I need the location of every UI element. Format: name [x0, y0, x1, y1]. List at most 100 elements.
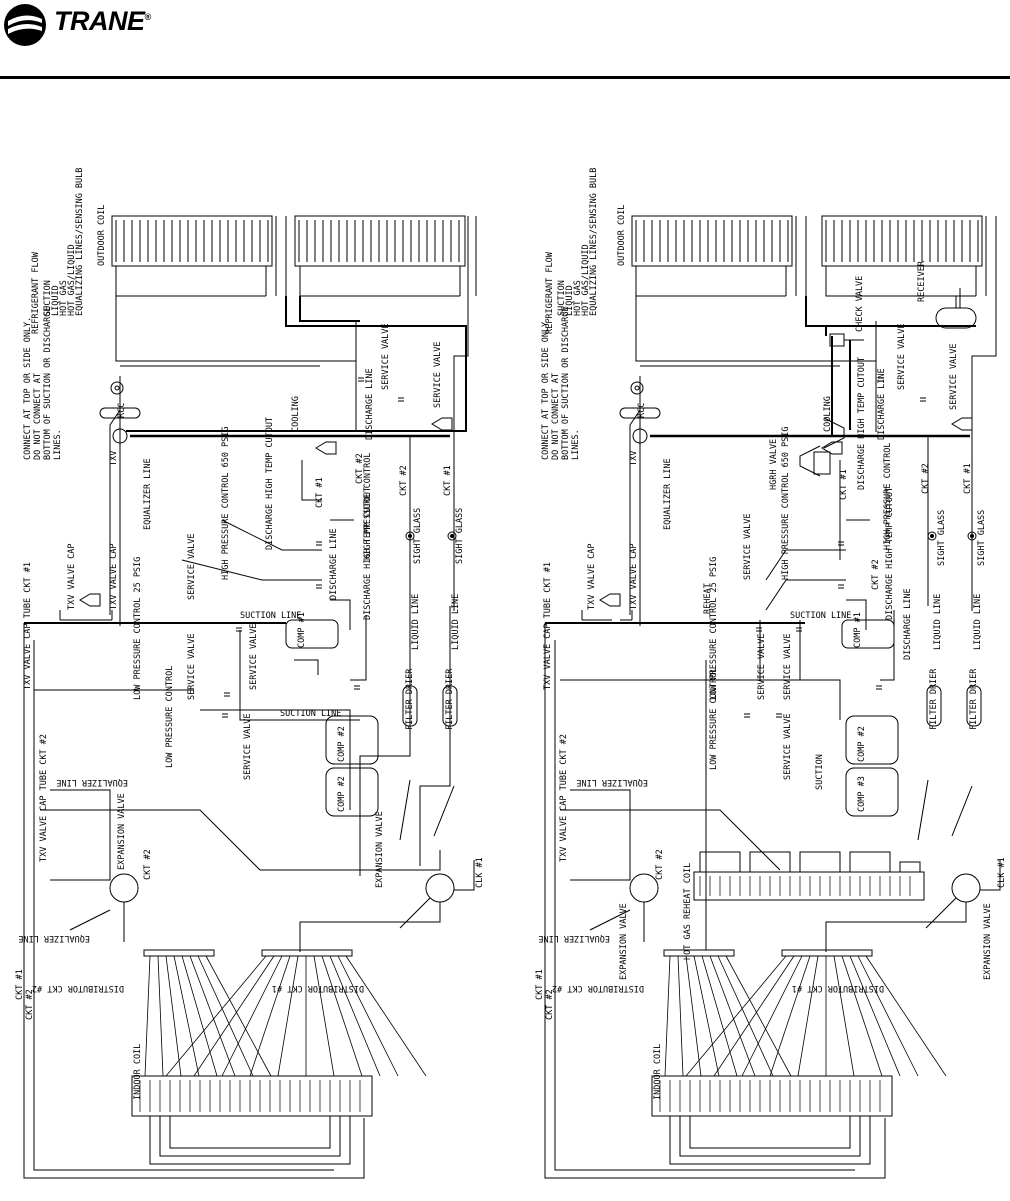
l-sight-glass-2: SIGHT GLASS — [455, 508, 465, 564]
r-equalizer-line-mid: EQUALIZER LINE — [576, 777, 648, 787]
l-comp2a: COMP #2 — [337, 726, 347, 762]
l-ckt2-top: CKT #2 — [355, 453, 365, 484]
r-high-pressure-1: HIGH PRESSURE CONTROL 650 PSIG — [781, 426, 791, 580]
r-comp3: COMP #3 — [857, 776, 867, 812]
legend-hot-gas: HOT GAS — [59, 280, 69, 316]
l-discharge-temp-2: DISCHARGE HIGH TEMP CUTOUT — [363, 487, 373, 620]
brand-name: TRANE — [54, 6, 145, 36]
r-ckt1-bottom: CKT #1 — [535, 969, 545, 1000]
r-rcc: RCC — [637, 403, 647, 418]
r-reheat: REHEAT — [703, 583, 713, 614]
l-service-valve-sl1: SERVICE VALVE — [187, 633, 197, 700]
legend-refrigerant-flow: REFRIGERANT FLOW — [31, 251, 41, 334]
r-sight-glass-1: SIGHT GLASS — [937, 510, 947, 566]
legend-r-liquid: LIQUID — [565, 285, 575, 316]
r-liquid-line-1: LIQUID LINE — [933, 594, 943, 650]
r-ckt1-b: CKT #1 — [963, 463, 973, 494]
r-txv-cap-1: TXV VALVE CAP — [587, 543, 597, 610]
note-text-r4: LINES. — [571, 429, 581, 460]
l-ckt1-bottom: CKT #1 — [15, 969, 25, 1000]
l-txv-cap-tube-ckt2: TXV VALVE CAP TUBE CKT #2 — [39, 734, 49, 862]
r-comp2: COMP #2 — [857, 726, 867, 762]
legend-liquid: LIQUID — [51, 285, 61, 316]
r-discharge-line-2: DISCHARGE LINE — [903, 588, 913, 660]
l-ckt1-top: CKT #1 — [315, 477, 325, 508]
r-distributor-ckt1: DISTRIBUTOR CKT #1 — [792, 983, 884, 993]
l-service-valve-2: SERVICE VALVE — [433, 341, 443, 408]
r-liquid-line-2: LIQUID LINE — [973, 594, 983, 650]
r-low-pressure-1: LOW PRESSURE CONTROL 25 PSIG — [709, 557, 719, 700]
l-expansion-valve-ckt2: EXPANSION VALVE — [117, 793, 127, 870]
r-high-pressure-2: HIGH PRESSURE CONTROL — [883, 443, 893, 550]
legend-r-equalizing-lines: EQUALIZING LINES/SENSING BULB — [589, 168, 599, 316]
r-service-valve-top: SERVICE VALVE — [897, 323, 907, 390]
l-cooling: COOLING — [291, 396, 301, 432]
l-ckt2-exp: CKT #2 — [143, 849, 153, 880]
brand-wordmark: TRANE® — [54, 6, 151, 37]
legend-r-refrigerant-flow: REFRIGERANT FLOW — [545, 251, 555, 334]
l-discharge-temp-1: DISCHARGE HIGH TEMP CUTOUT — [265, 417, 275, 550]
l-comp2b: COMP #2 — [337, 776, 347, 812]
note-block: CONNECT AT TOP OR SIDE ONLY. DO NOT CONN… — [23, 306, 581, 460]
l-txv-cap-1: TXV VALVE CAP — [67, 543, 77, 610]
legend-r-hot-gas: HOT GAS — [573, 280, 583, 316]
r-check-valve: CHECK VALVE — [855, 276, 865, 332]
r-suction: SUCTION — [815, 754, 825, 790]
r-discharge-temp-2: DISCHARGE HIGH TEMP CUTOUT — [885, 487, 895, 620]
legend-r-suction: SUCTION — [557, 280, 567, 316]
r-hgrh-valve: HGRH VALVE — [769, 439, 779, 490]
r-filter-drier-1: FILTER DRIER — [929, 668, 939, 730]
legend-equalizing-lines: EQUALIZING LINES/SENSING BULB — [75, 168, 85, 316]
r-expansion-valve-ckt2: EXPANSION VALVE — [619, 903, 629, 980]
r-outdoor-coil: OUTDOOR COIL — [617, 205, 627, 266]
r-service-valve-c: SERVICE VALVE — [783, 713, 793, 780]
r-service-valve-liquid: SERVICE VALVE — [949, 343, 959, 410]
l-liquid-line-2: LIQUID LINE — [451, 594, 461, 650]
l-service-valve-1: SERVICE VALVE — [381, 323, 391, 390]
r-txv: TXV — [629, 451, 639, 466]
l-rcc: RCC — [117, 403, 127, 418]
r-txv-cap-tube-ckt1: TXV VALVE CAP TUBE CKT #1 — [543, 562, 553, 690]
r-txv-cap-tube-ckt2: TXV VALVE CAP TUBE CKT #2 — [559, 734, 569, 862]
left-diagram — [23, 215, 477, 1179]
l-distributor-ckt2: DISTRIBUTOR CKT #2 — [32, 983, 124, 993]
r-discharge-line: DISCHARGE LINE — [877, 368, 887, 440]
right-labels: OUTDOOR COIL INDOOR COIL RECEIVER CHECK … — [535, 205, 1007, 1100]
left-outdoor-coil — [111, 215, 477, 297]
note-text-3: BOTTOM OF SUCTION OR DISCHARGE — [43, 306, 53, 460]
l-comp1: COMP #1 — [297, 612, 307, 648]
left-labels: OUTDOOR COIL INDOOR COIL SERVICE VALVE S… — [15, 205, 485, 1100]
l-indoor-coil: INDOOR COIL — [133, 1044, 143, 1100]
l-equalizer-line-top: EQUALIZER LINE — [143, 458, 153, 530]
l-high-pressure-1: HIGH PRESSURE CONTROL 650 PSIG — [221, 426, 231, 580]
l-suction-line-1: SUCTION LINE — [240, 611, 301, 621]
r-distributor-ckt2: DISTRIBUTOR CKT #2 — [552, 983, 644, 993]
r-comp1: COMP #1 — [853, 612, 863, 648]
r-suction-line: SUCTION LINE — [790, 611, 851, 621]
l-filter-drier-1: FILTER DRIER — [405, 668, 415, 730]
l-ckt2-mid: CKT #2 — [399, 465, 409, 496]
l-low-pressure-2: LOW PRESSURE CONTROL — [165, 666, 175, 768]
l-high-pressure-2: HIGH PRESSURE CONTROL — [363, 453, 373, 560]
l-clk1: CLK #1 — [475, 857, 485, 888]
note-text-1: CONNECT AT TOP OR SIDE ONLY. — [23, 317, 33, 460]
l-equalizer-line-mid: EQUALIZER LINE — [56, 777, 128, 787]
r-receiver: RECEIVER — [917, 260, 927, 302]
legend-suction: SUCTION — [43, 280, 53, 316]
r-clk1: CLK #1 — [997, 857, 1007, 888]
r-sight-glass-2: SIGHT GLASS — [977, 510, 987, 566]
right-diagram — [544, 215, 1001, 1179]
diagram-canvas: CONNECT AT TOP OR SIDE ONLY. DO NOT CONN… — [15, 168, 1007, 1179]
r-txv-cap-2: TXV VALVE CAP — [629, 543, 639, 610]
r-hot-gas-reheat-coil: HOT GAS REHEAT COIL — [683, 863, 693, 960]
l-expansion-valve-ckt1: EXPANSION VALVE — [375, 811, 385, 888]
header-rule — [0, 76, 1010, 79]
note-text-4: LINES. — [53, 429, 63, 460]
page-header: TRANE® — [0, 0, 1010, 80]
l-equalizer-line-bottom: EQUALIZER LINE — [18, 933, 90, 943]
right-outdoor-coil — [631, 215, 997, 297]
r-cooling: COOLING — [823, 396, 833, 432]
r-indoor-coil: INDOOR COIL — [653, 1044, 663, 1100]
r-discharge-temp-1: DISCHARGE HIGH TEMP CUTOUT — [857, 357, 867, 490]
r-service-valve-b: SERVICE VALVE — [783, 633, 793, 700]
